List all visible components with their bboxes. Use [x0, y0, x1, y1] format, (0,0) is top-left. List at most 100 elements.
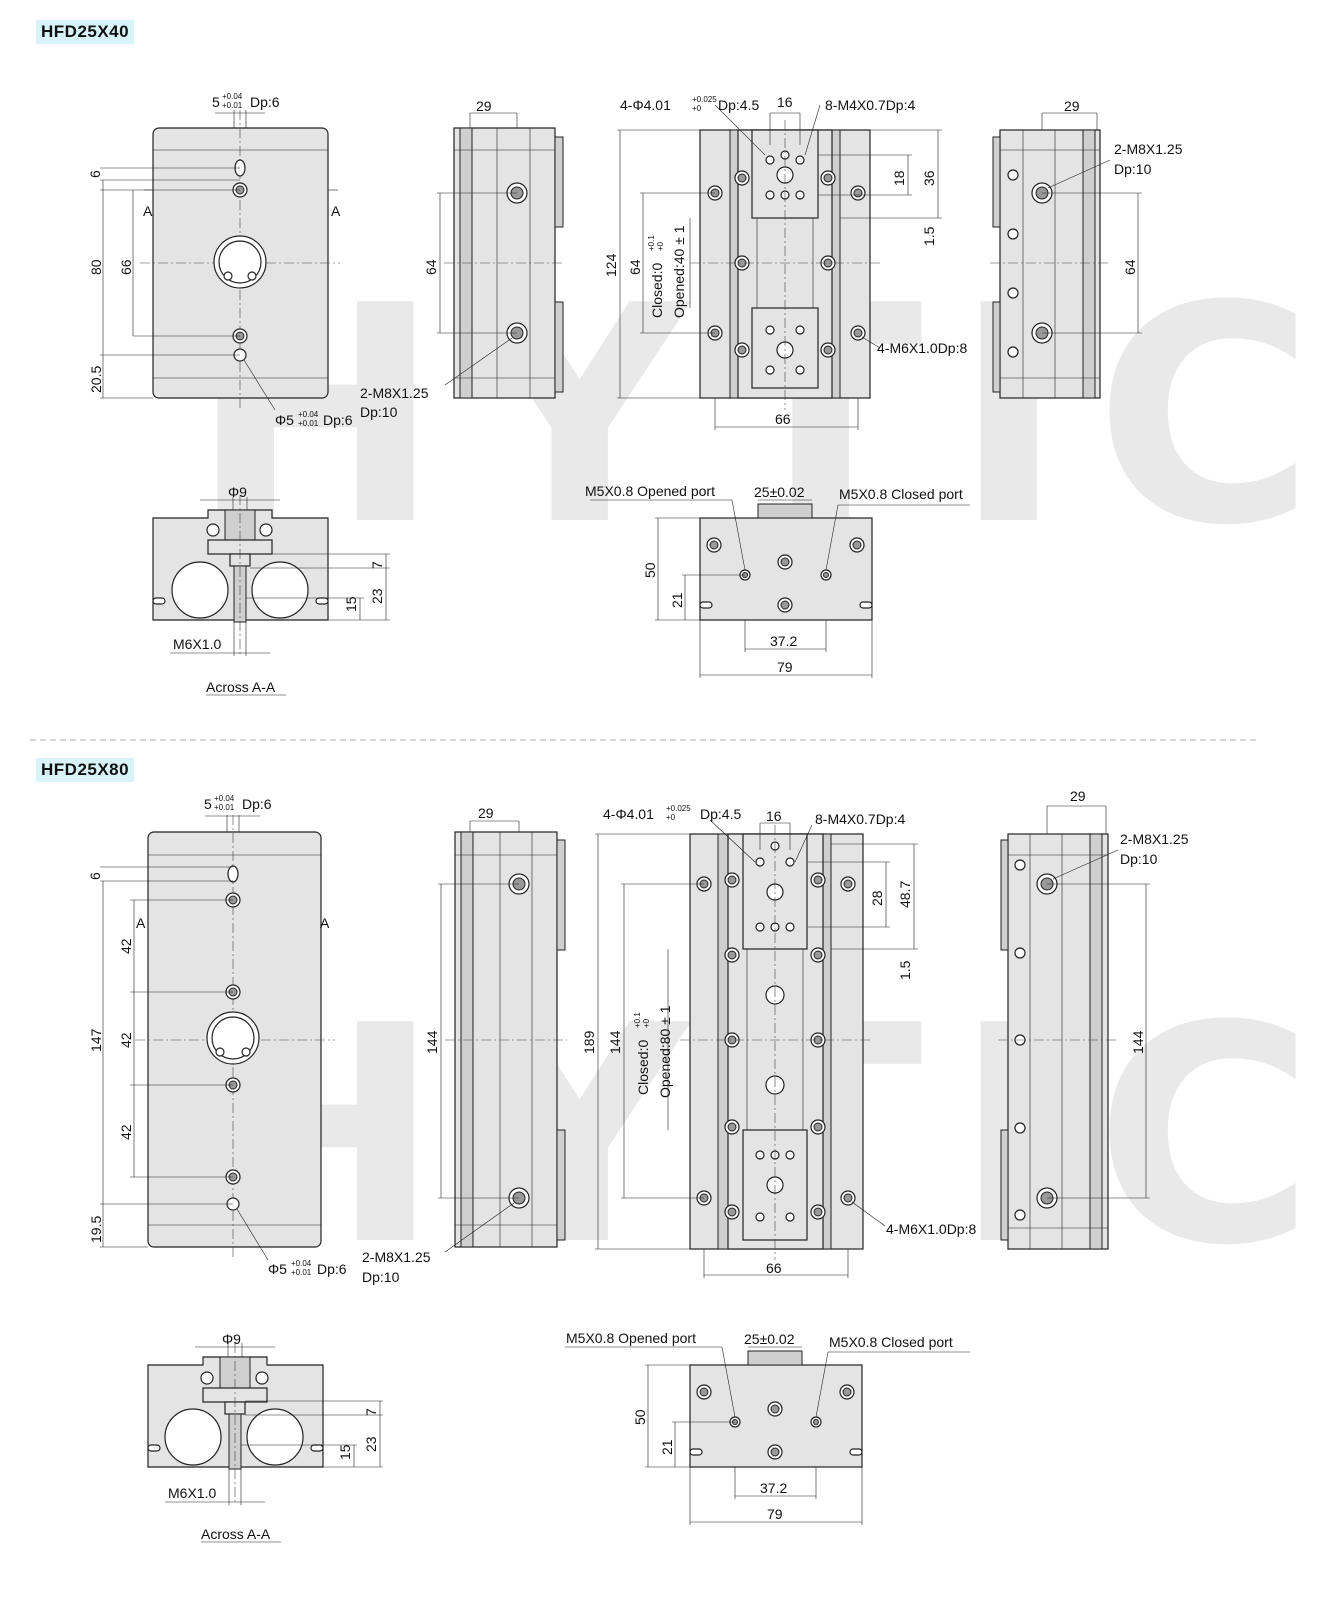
end-w79-1: 79 — [777, 659, 793, 675]
top-pin-tol-dn-2: +0 — [666, 813, 676, 822]
section-d9-2: Φ9 — [222, 1331, 241, 1347]
front-top-tol-dn-1: +0.01 — [222, 101, 243, 110]
end-view-1 — [590, 499, 970, 678]
front-top-depth-1: Dp:6 — [250, 94, 280, 110]
end-closed-port-1: M5X0.8 Closed port — [839, 486, 963, 502]
section-view-2 — [147, 1343, 383, 1543]
dim-42-a: 42 — [118, 938, 134, 954]
top-closed-2: Closed:0 — [635, 1040, 651, 1095]
model-label-1: HFD25X40 — [36, 20, 135, 44]
end-h50-1: 50 — [642, 562, 658, 578]
side-thread-2: 2-M8X1.25 — [362, 1249, 431, 1265]
end-h21-1: 21 — [669, 592, 685, 608]
end-w25-1: 25±0.02 — [754, 484, 805, 500]
front-hole2-1: Φ5 — [275, 412, 294, 428]
section-caption-1: Across A-A — [206, 679, 276, 695]
top-h189: 189 — [581, 1030, 597, 1054]
top-h144-2: 144 — [607, 1030, 623, 1054]
front-top-depth-2: Dp:6 — [242, 796, 272, 812]
side2-h144-2: 144 — [1130, 1030, 1146, 1054]
side2-w29-2: 29 — [1070, 788, 1086, 804]
side-h144-2: 144 — [424, 1030, 440, 1054]
top-pin-tol-up-2: +0.025 — [666, 804, 691, 813]
dim-19-5: 19.5 — [88, 1216, 104, 1243]
top-d1-5-2: 1.5 — [897, 960, 913, 980]
section-d15-2: 15 — [337, 1444, 353, 1460]
end-w79-2: 79 — [767, 1506, 783, 1522]
side-depth-1: Dp:10 — [360, 404, 398, 420]
dim-6-2: 6 — [87, 872, 103, 880]
front-top-tol-up-1: +0.04 — [222, 92, 243, 101]
top-pin-1: 4-Φ4.01 — [620, 97, 671, 113]
side-h64-1: 64 — [423, 259, 439, 275]
top-view-1 — [617, 104, 942, 430]
top-pin-2: 4-Φ4.01 — [603, 806, 654, 822]
dim-147: 147 — [88, 1028, 104, 1052]
side2-thread-1: 2-M8X1.25 — [1114, 141, 1183, 157]
side-view-2 — [438, 820, 567, 1253]
top-pin-tol-dn-1: +0 — [692, 104, 702, 113]
top-view-2 — [595, 819, 918, 1278]
side2-depth-2: Dp:10 — [1120, 851, 1158, 867]
front-hole2-tol-dn-1: +0.01 — [298, 419, 319, 428]
top-w66-1: 66 — [775, 411, 791, 427]
section-mark-a-left-2: A — [136, 915, 146, 931]
section-thread-1: M6X1.0 — [173, 636, 221, 652]
section-view-1 — [152, 495, 390, 696]
side2-w29-1: 29 — [1064, 98, 1080, 114]
top-d28: 28 — [869, 890, 885, 906]
end-w25-2: 25±0.02 — [744, 1331, 795, 1347]
side-view-1 — [437, 112, 565, 399]
side2-thread-2: 2-M8X1.25 — [1120, 831, 1189, 847]
front-hole2-depth-1: Dp:6 — [323, 412, 353, 428]
front-top-hole-1: 5 — [212, 94, 220, 110]
dim-42-c: 42 — [118, 1124, 134, 1140]
section-d9-1: Φ9 — [228, 484, 247, 500]
top-h124: 124 — [603, 253, 619, 277]
end-opened-port-2: M5X0.8 Opened port — [566, 1330, 696, 1346]
top-h64-1: 64 — [627, 259, 643, 275]
end-opened-port-1: M5X0.8 Opened port — [585, 483, 715, 499]
end-w37-2-2: 37.2 — [760, 1480, 787, 1496]
top-w16-1: 16 — [777, 94, 793, 110]
end-closed-port-2: M5X0.8 Closed port — [829, 1334, 953, 1350]
front-hole2-tol-dn-2: +0.01 — [291, 1268, 312, 1277]
top-w16-2: 16 — [766, 808, 782, 824]
dim-80: 80 — [88, 259, 104, 275]
front-hole2-2: Φ5 — [268, 1261, 287, 1277]
top-thread-1: 8-M4X0.7Dp:4 — [825, 97, 915, 113]
top-closed-1: Closed:0 — [649, 263, 665, 318]
front-hole2-tol-up-2: +0.04 — [291, 1259, 312, 1268]
front-top-tol-up-2: +0.04 — [214, 794, 235, 803]
top-pin-tol-up-1: +0.025 — [692, 95, 717, 104]
top-closed-tol-dn-2: +0 — [642, 1018, 651, 1028]
front-top-hole-2: 5 — [204, 796, 212, 812]
top-pin-depth-2: Dp:4.5 — [700, 806, 741, 822]
side2-h64-1: 64 — [1122, 259, 1138, 275]
section-d23-1: 23 — [369, 588, 385, 604]
top-d1-5-1: 1.5 — [921, 226, 937, 246]
dim-20-5: 20.5 — [88, 366, 104, 393]
section-mark-a-left-1: A — [143, 203, 153, 219]
top-mount-2: 4-M6X1.0Dp:8 — [886, 1221, 976, 1237]
section-d7-2: 7 — [363, 1408, 379, 1416]
section-caption-2: Across A-A — [201, 1526, 271, 1542]
side-view-2-1 — [990, 112, 1142, 399]
top-pin-depth-1: Dp:4.5 — [718, 97, 759, 113]
dim-42-b: 42 — [118, 1032, 134, 1048]
front-view-2 — [100, 815, 335, 1261]
dim-6-1: 6 — [87, 170, 103, 178]
section-d15-1: 15 — [343, 596, 359, 612]
section-thread-2: M6X1.0 — [168, 1485, 216, 1501]
section-mark-a-right-1: A — [331, 203, 341, 219]
side-w29-2: 29 — [478, 805, 494, 821]
top-closed-tol-up-1: +0.1 — [647, 235, 656, 251]
side-w29-1: 29 — [476, 98, 492, 114]
end-h50-2: 50 — [632, 1409, 648, 1425]
section-d7-1: 7 — [369, 561, 385, 569]
top-opened-1: Opened:40 ± 1 — [671, 225, 687, 318]
top-thread-2: 8-M4X0.7Dp:4 — [815, 811, 905, 827]
top-mount-1: 4-M6X1.0Dp:8 — [877, 340, 967, 356]
top-opened-2: Opened:80 ± 1 — [657, 1005, 673, 1098]
